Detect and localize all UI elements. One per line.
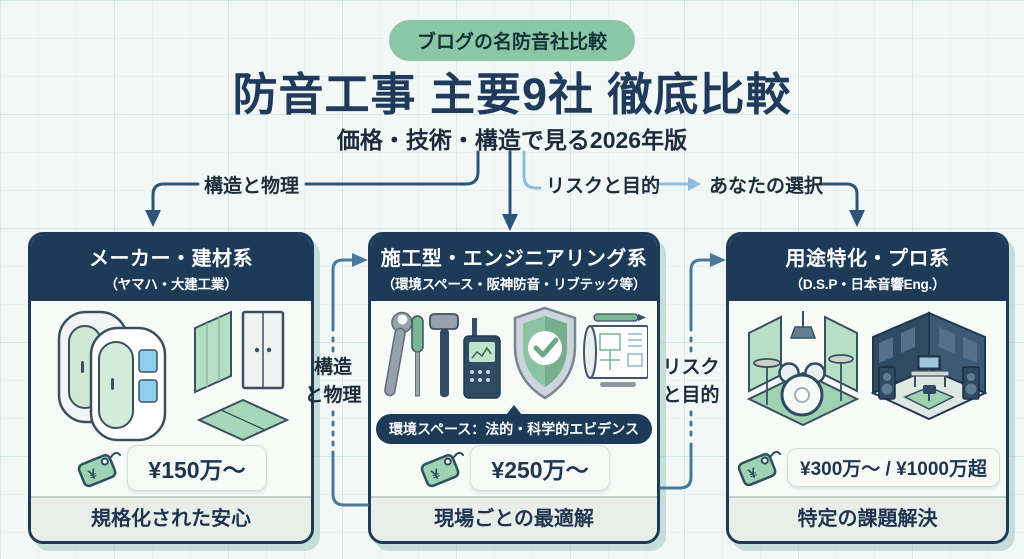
tools-shield-blueprint-illustration bbox=[384, 306, 648, 400]
branch-right-drop bbox=[818, 182, 859, 214]
page-title: 防音工事 主要9社 徹底比較 bbox=[232, 69, 792, 120]
card-footer: 特定の課題解決 bbox=[729, 496, 1006, 541]
card-header: 施工型・エンジニアリング系 （環境スペース・阪神防音・リブテック等） bbox=[371, 235, 657, 301]
card-body: ¥ ¥300万～ / ¥1000万超 bbox=[729, 301, 1006, 496]
card-yoto-tokka-pro: 用途特化・プロ系 （D.S.P・日本音響Eng.） bbox=[726, 232, 1009, 544]
card-sekoga-engineering: 施工型・エンジニアリング系 （環境スペース・阪神防音・リブテック等） bbox=[368, 232, 660, 544]
flow-label-risk: リスクと目的 bbox=[546, 176, 661, 197]
card-header: 用途特化・プロ系 （D.S.P・日本音響Eng.） bbox=[729, 235, 1006, 301]
card-maker-kenzai: メーカー・建材系 （ヤマハ・大建工業） bbox=[28, 232, 314, 544]
top-badge: ブログの名防音社比較 bbox=[388, 20, 636, 61]
shield-check-icon bbox=[513, 306, 577, 400]
price-tag-icon: ¥ bbox=[78, 451, 122, 488]
price-label: ¥250万～ bbox=[470, 445, 610, 491]
arrow-right-a-icon bbox=[352, 253, 368, 267]
price-label: ¥150万～ bbox=[127, 445, 267, 491]
price-label: ¥300万～ / ¥1000万超 bbox=[787, 447, 1000, 487]
arrow-down-right-icon bbox=[849, 210, 865, 227]
page-subtitle: 価格・技術・構造で見る2026年版 bbox=[336, 127, 688, 153]
acoustic-panel-icon bbox=[194, 310, 232, 394]
hammer-icon bbox=[429, 313, 459, 397]
arrow-right-lightblue-icon bbox=[688, 177, 701, 191]
callout-wrap: 環境スペース：法的・科学的エビデンス bbox=[375, 405, 653, 444]
connector-b-bottom bbox=[659, 442, 693, 490]
card-companies: （環境スペース・阪神防音・リブテック等） bbox=[381, 277, 647, 292]
arrow-down-center-icon bbox=[502, 214, 518, 231]
arrow-down-left-icon bbox=[145, 210, 161, 227]
connector-a-bottom bbox=[331, 450, 369, 507]
booth-front-icon bbox=[89, 326, 167, 442]
price-row: ¥ ¥250万～ bbox=[418, 445, 610, 491]
card-body: 環境スペース：法的・科学的エビデンス ¥ ¥250万～ bbox=[371, 301, 657, 496]
card-footer: 規格化された安心 bbox=[31, 496, 311, 541]
card-title: メーカー・建材系 bbox=[89, 248, 253, 270]
price-tag-icon: ¥ bbox=[421, 451, 465, 488]
branch-left-line bbox=[304, 150, 480, 186]
card-title: 用途特化・プロ系 bbox=[785, 248, 950, 270]
card-companies: （D.S.P・日本音響Eng.） bbox=[789, 277, 946, 292]
card-title: 施工型・エンジニアリング系 bbox=[380, 248, 648, 270]
floor-mat-icon bbox=[196, 398, 290, 442]
evidence-callout: 環境スペース：法的・科学的エビデンス bbox=[375, 414, 653, 444]
connector-b-top bbox=[689, 258, 712, 332]
wrench-icon bbox=[384, 311, 413, 397]
arrow-right-b-icon bbox=[710, 253, 726, 267]
connector-a-top bbox=[331, 258, 354, 332]
branch-risk-curve bbox=[522, 150, 542, 190]
sound-meter-icon bbox=[463, 318, 501, 399]
callout-pointer-icon bbox=[506, 405, 522, 415]
connector-b-label: リスク と目的 bbox=[662, 357, 720, 406]
card-header: メーカー・建材系 （ヤマハ・大建工業） bbox=[31, 235, 311, 301]
soundproof-booths-illustration bbox=[57, 310, 290, 442]
screwdriver-icon bbox=[411, 315, 424, 397]
price-row: ¥ ¥150万～ bbox=[75, 445, 267, 491]
card-body: ¥ ¥150万～ bbox=[31, 301, 311, 496]
flow-label-choice: あなたの選択 bbox=[709, 176, 824, 197]
drum-room-studio-illustration bbox=[746, 310, 987, 426]
flow-label-structure: 構造と物理 bbox=[204, 176, 300, 197]
card-companies: （ヤマハ・大建工業） bbox=[104, 277, 238, 292]
branch-left-drop bbox=[151, 182, 200, 214]
drum-room-icon bbox=[746, 310, 859, 426]
recording-studio-icon bbox=[870, 311, 987, 420]
price-row: ¥ ¥300万～ / ¥1000万超 bbox=[735, 446, 1000, 488]
card-footer: 現場ごとの最適解 bbox=[371, 496, 657, 541]
price-tag-icon: ¥ bbox=[737, 451, 782, 487]
soundproof-door-icon bbox=[241, 310, 285, 390]
blueprint-icon bbox=[583, 313, 648, 387]
connector-a-label: 構造 と物理 bbox=[304, 357, 362, 406]
